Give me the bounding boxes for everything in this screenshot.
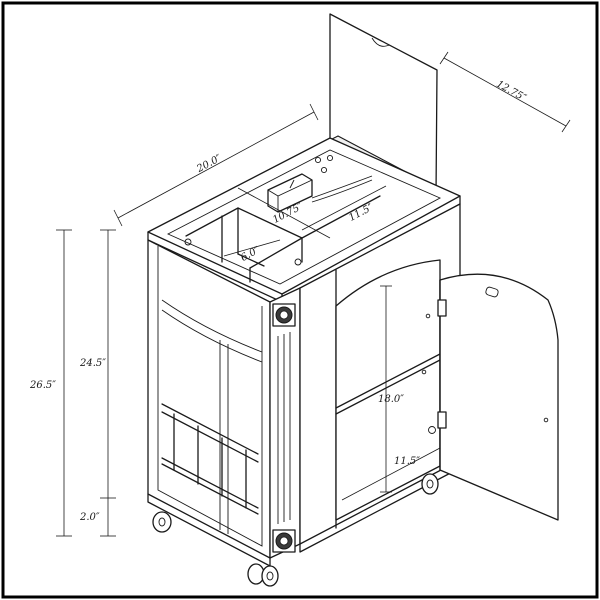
dim-lid-depth: 12.75″: [494, 79, 528, 104]
dim-overall-width: 20.0″: [194, 153, 223, 176]
power-adapter: [267, 154, 373, 213]
dim-cabinet-height: 18.0″: [378, 394, 404, 405]
magazine-rack: [161, 403, 259, 515]
cabinet-door: [437, 273, 559, 521]
front-post: [269, 287, 301, 559]
dimension-lines: [56, 51, 571, 537]
dim-shelf-width: 11.5″: [394, 456, 420, 467]
casters: [152, 473, 439, 587]
left-side-panel: [147, 239, 271, 559]
dim-body-height: 24.5″: [79, 358, 106, 369]
dim-overall-height: 26.5″: [29, 380, 56, 391]
dim-wheel-height: 2.0″: [79, 512, 100, 523]
top-dividers: [184, 195, 381, 283]
